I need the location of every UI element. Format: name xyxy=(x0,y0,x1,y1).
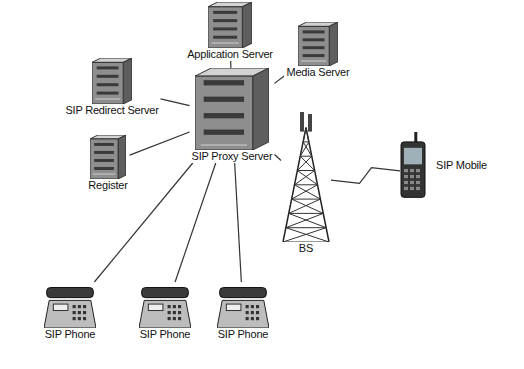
node-label: BS xyxy=(297,242,315,255)
node-label: Register xyxy=(86,179,129,192)
phone-icon xyxy=(44,282,96,328)
application-server: Application Server xyxy=(185,2,275,61)
server-icon xyxy=(195,68,269,150)
node-label: SIP Phone xyxy=(138,328,193,341)
network-link xyxy=(130,132,190,155)
node-label: SIP Redirect Server xyxy=(63,104,160,117)
network-link xyxy=(274,76,284,84)
network-link xyxy=(230,61,231,68)
node-label: SIP Proxy Server xyxy=(190,150,275,163)
node-label: SIP Mobile xyxy=(434,159,489,172)
network-link xyxy=(274,155,281,161)
sip-phone: SIP Phone xyxy=(43,282,98,341)
server-icon xyxy=(92,58,132,104)
proxy-server: SIP Proxy Server xyxy=(190,68,275,163)
node-label: SIP Phone xyxy=(216,328,271,341)
network-link xyxy=(175,163,216,282)
network-link xyxy=(235,163,242,282)
server-icon xyxy=(298,22,338,66)
sip-mobile: SIP Mobile xyxy=(400,132,489,198)
register-server: Register xyxy=(86,135,129,192)
server-icon xyxy=(208,2,252,48)
network-link xyxy=(161,99,190,106)
tower-icon xyxy=(281,112,331,242)
sip-phone: SIP Phone xyxy=(216,282,271,341)
wireless-link xyxy=(331,168,400,184)
node-label: SIP Phone xyxy=(43,328,98,341)
redirect-server: SIP Redirect Server xyxy=(63,58,160,117)
base-station: BS xyxy=(281,112,331,255)
media-server: Media Server xyxy=(284,22,351,79)
node-label: Application Server xyxy=(185,48,275,61)
phone-icon xyxy=(217,282,269,328)
phone-icon xyxy=(139,282,191,328)
node-label: Media Server xyxy=(284,66,351,79)
server-icon xyxy=(90,135,126,179)
sip-phone: SIP Phone xyxy=(138,282,193,341)
mobile-icon xyxy=(400,132,426,198)
